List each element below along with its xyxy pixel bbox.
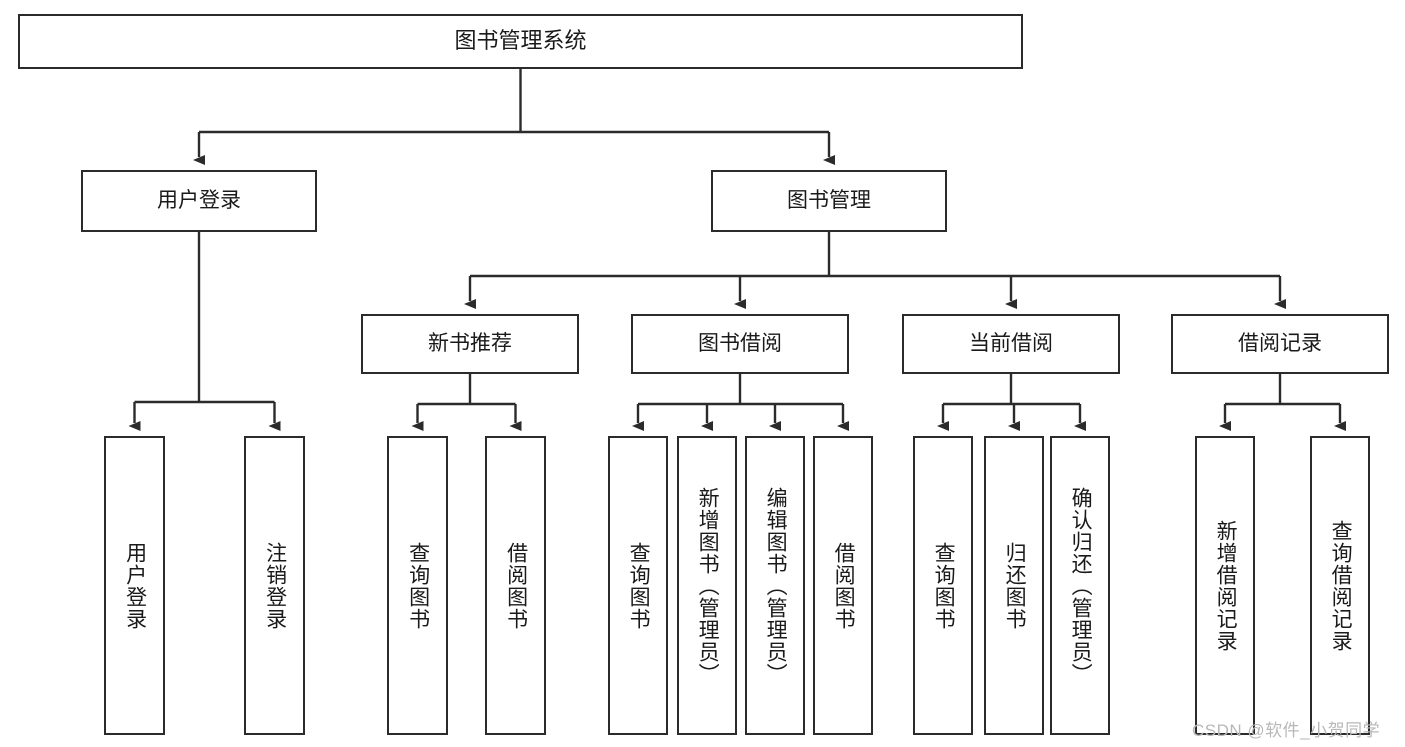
- node-new-book-rec-label: 新书推荐: [428, 332, 512, 356]
- node-leaf-query-record[interactable]: 查询借阅记录: [1310, 436, 1370, 735]
- node-root[interactable]: 图书管理系统: [18, 14, 1023, 69]
- node-borrow-record-label: 借阅记录: [1238, 332, 1322, 356]
- node-leaf-borrow-book-1[interactable]: 借阅图书: [485, 436, 546, 735]
- node-leaf-query-book-1[interactable]: 查询图书: [387, 436, 448, 735]
- node-leaf-add-record[interactable]: 新增借阅记录: [1195, 436, 1255, 735]
- node-leaf-edit-book[interactable]: 编辑图书（管理员）: [745, 436, 805, 735]
- node-book-borrow-label: 图书借阅: [698, 332, 782, 356]
- node-leaf-query-book-1-label: 查询图书: [406, 541, 430, 630]
- node-leaf-add-book[interactable]: 新增图书（管理员）: [677, 436, 737, 735]
- node-leaf-query-book-3[interactable]: 查询图书: [913, 436, 973, 735]
- node-leaf-logout[interactable]: 注销登录: [244, 436, 305, 735]
- node-leaf-borrow-book-2-label: 借阅图书: [832, 541, 856, 630]
- node-leaf-confirm-return[interactable]: 确认归还（管理员）: [1050, 436, 1110, 735]
- node-borrow-record[interactable]: 借阅记录: [1171, 314, 1389, 374]
- node-root-label: 图书管理系统: [454, 28, 587, 54]
- node-leaf-edit-book-label: 编辑图书（管理员）: [764, 486, 788, 685]
- node-leaf-logout-label: 注销登录: [263, 541, 287, 630]
- node-new-book-rec[interactable]: 新书推荐: [361, 314, 579, 374]
- node-leaf-query-book-2[interactable]: 查询图书: [608, 436, 668, 735]
- node-leaf-add-book-label: 新增图书（管理员）: [696, 486, 720, 685]
- node-book-borrow[interactable]: 图书借阅: [631, 314, 849, 374]
- node-book-manage[interactable]: 图书管理: [711, 170, 947, 232]
- node-book-manage-label: 图书管理: [787, 189, 871, 213]
- node-current-borrow[interactable]: 当前借阅: [902, 314, 1120, 374]
- watermark: CSDN @软件_小贺同学: [1192, 721, 1381, 740]
- node-leaf-return-book-label: 归还图书: [1003, 541, 1027, 630]
- node-leaf-confirm-return-label: 确认归还（管理员）: [1069, 486, 1093, 685]
- node-user-login[interactable]: 用户登录: [81, 170, 317, 232]
- node-leaf-add-record-label: 新增借阅记录: [1214, 519, 1238, 652]
- node-leaf-query-book-3-label: 查询图书: [932, 541, 956, 630]
- node-current-borrow-label: 当前借阅: [969, 332, 1053, 356]
- node-leaf-return-book[interactable]: 归还图书: [984, 436, 1044, 735]
- node-leaf-query-book-2-label: 查询图书: [627, 541, 651, 630]
- node-user-login-label: 用户登录: [157, 189, 241, 213]
- node-leaf-borrow-book-1-label: 借阅图书: [504, 541, 528, 630]
- node-leaf-user-login-label: 用户登录: [123, 541, 147, 630]
- node-leaf-query-record-label: 查询借阅记录: [1329, 519, 1353, 652]
- node-leaf-borrow-book-2[interactable]: 借阅图书: [813, 436, 873, 735]
- node-leaf-user-login[interactable]: 用户登录: [104, 436, 165, 735]
